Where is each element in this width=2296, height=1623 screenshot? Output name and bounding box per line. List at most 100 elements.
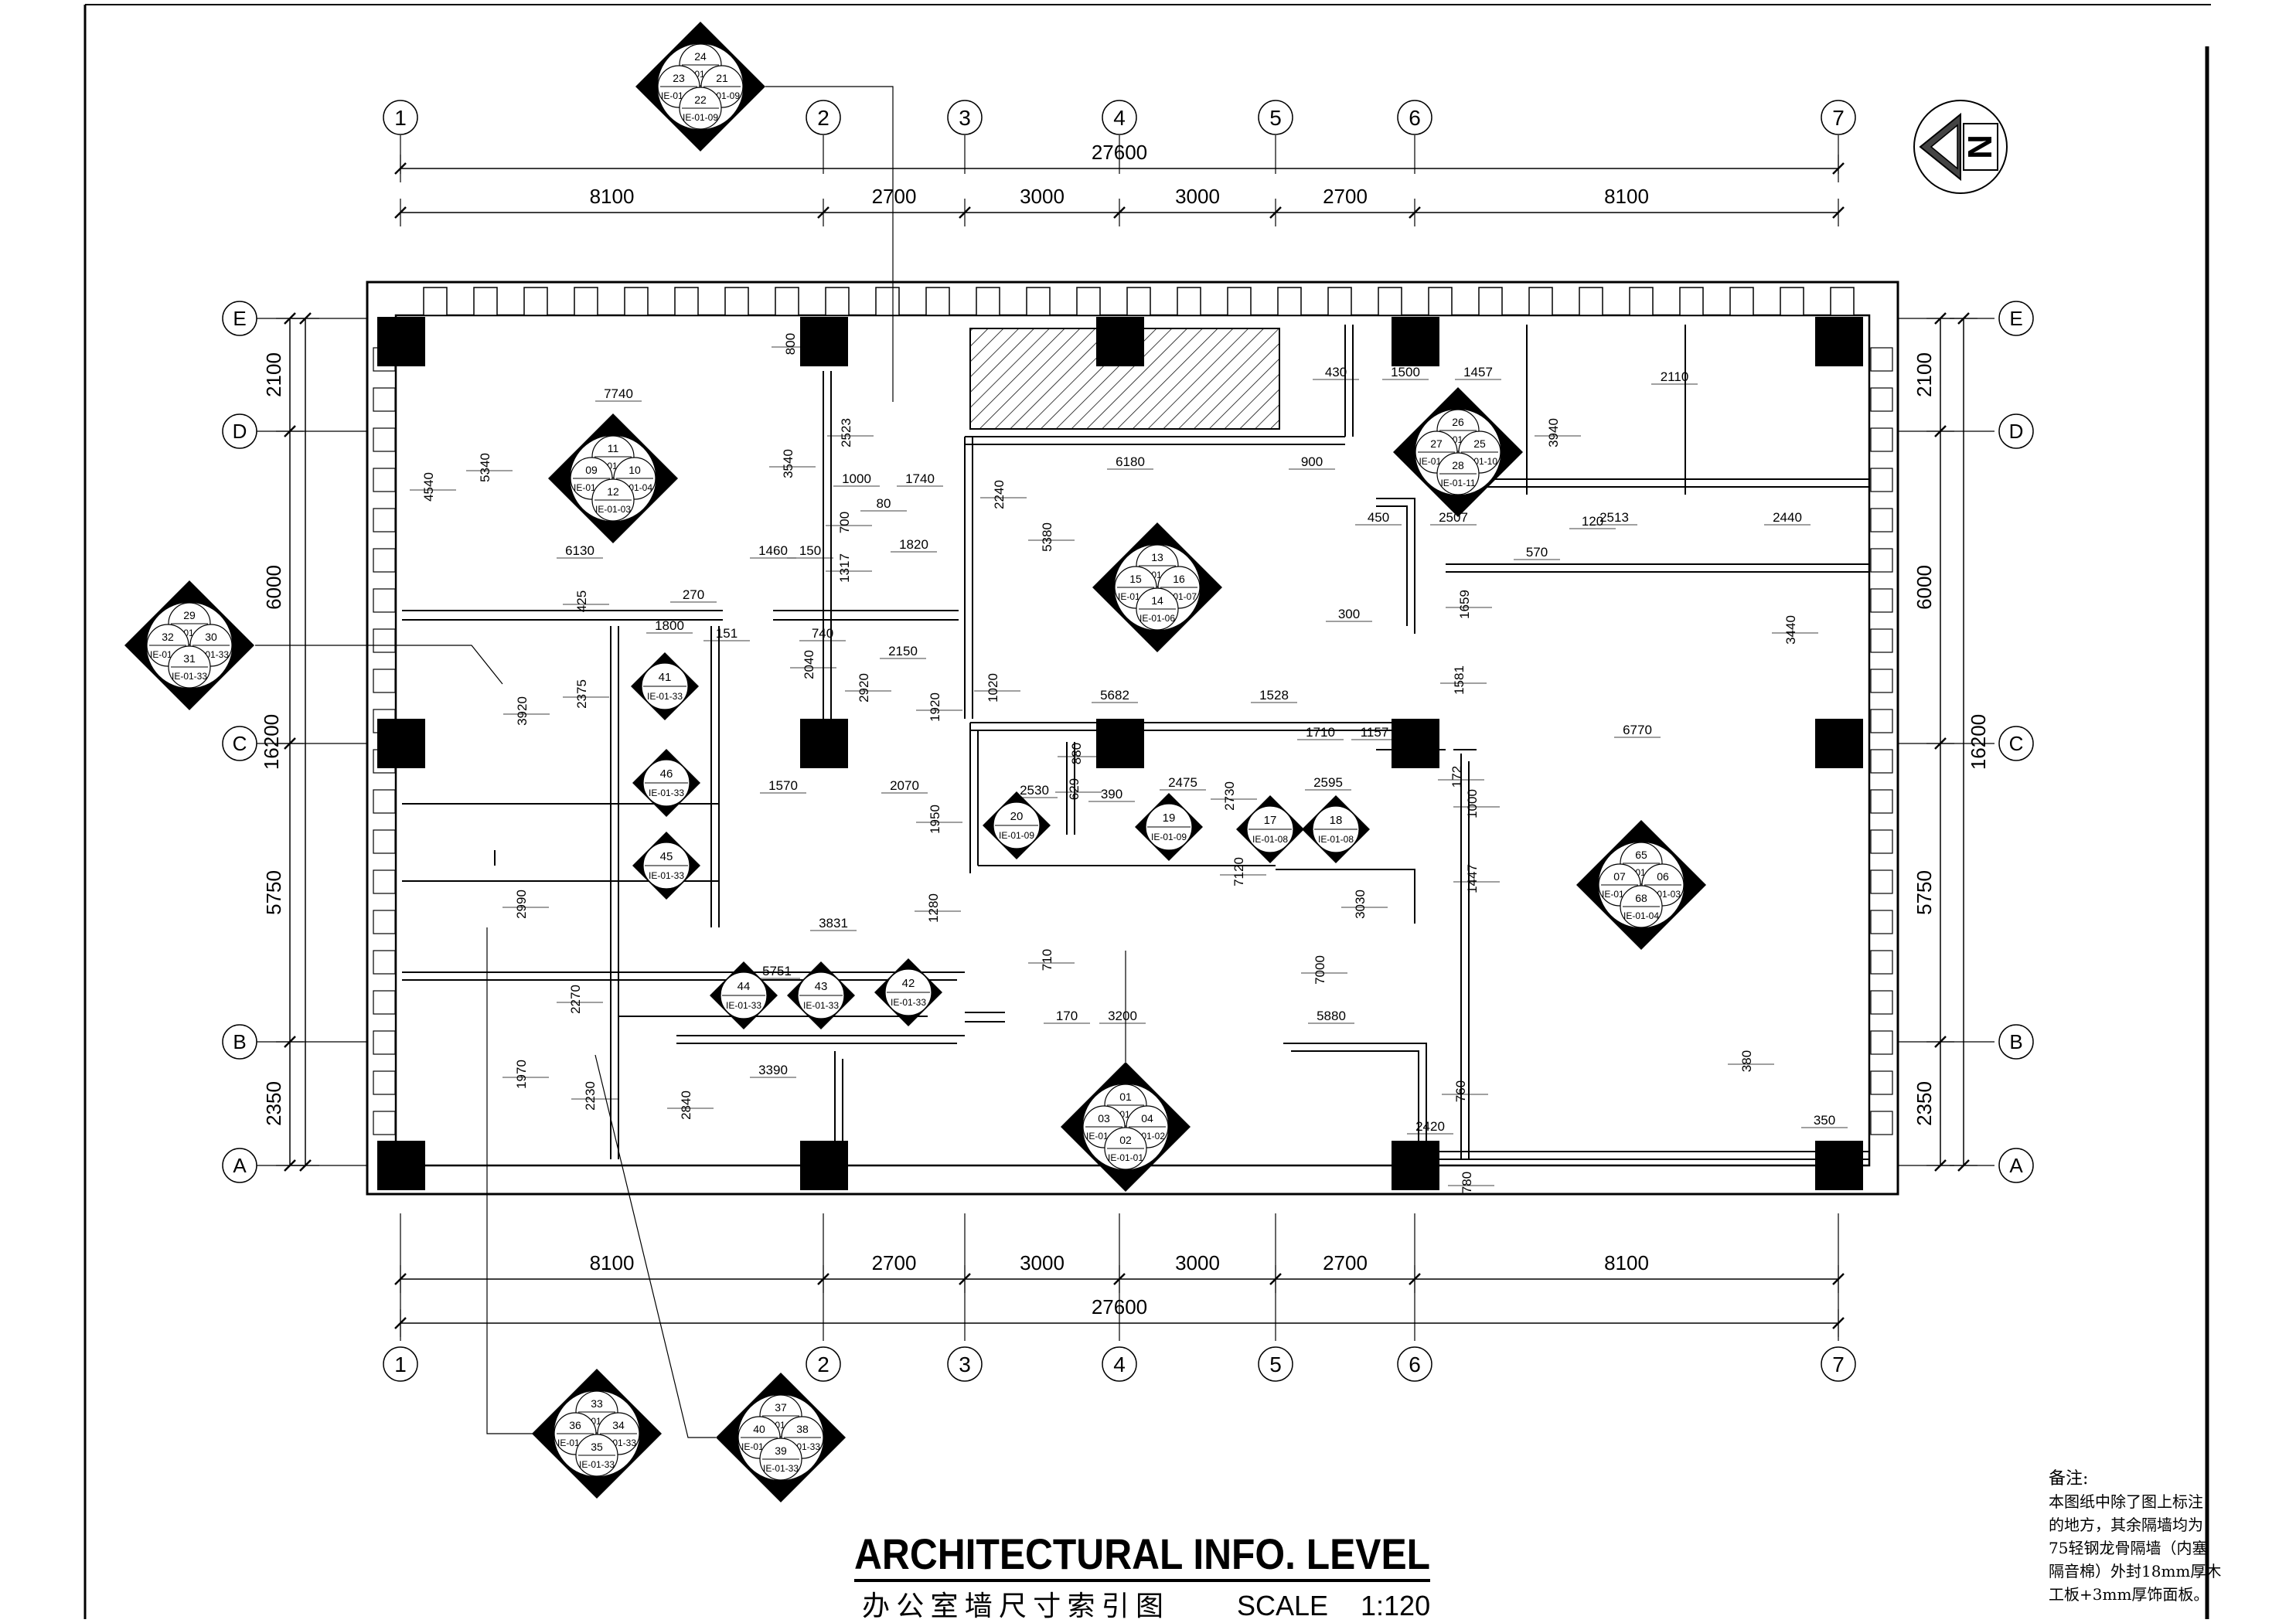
window-mullion <box>373 869 396 894</box>
interior-dim-label: 2070 <box>890 778 919 793</box>
tag-sheet-code: IE-01-33 <box>726 1000 761 1011</box>
interior-dim-label: 2150 <box>888 644 918 658</box>
callout-sheet-code: IE-01-09 <box>683 112 718 123</box>
grid-bubble <box>1102 1346 1137 1382</box>
drawing-subtitle: 办公室墙尺寸索引图 <box>862 1591 1163 1622</box>
interior-dim-label: 3540 <box>781 449 795 478</box>
interior-dim-label: 880 <box>1069 743 1084 764</box>
grid-bubble <box>1821 1346 1856 1382</box>
scale-value: 1:120 <box>1361 1590 1430 1621</box>
interior-dim-label: 5682 <box>1100 688 1129 703</box>
interior-dim-label: 2513 <box>1599 510 1629 525</box>
interior-dim-label: 2840 <box>679 1091 693 1120</box>
interior-dim-label: 2920 <box>857 673 871 703</box>
interior-dim-label: 3940 <box>1546 418 1561 447</box>
grid-bubble <box>383 1346 418 1382</box>
dim-bays-top-label: 8100 <box>590 185 635 208</box>
interior-dim-label: 1570 <box>768 778 798 793</box>
interior-dim-label: 430 <box>1325 365 1347 379</box>
interior-dim-label: 5880 <box>1317 1009 1346 1023</box>
interior-dim-label: 629 <box>1067 778 1082 800</box>
interior-dim-label: 3831 <box>819 916 848 931</box>
partition-wall <box>1291 1050 1419 1159</box>
grid-label-row: B <box>2009 1030 2022 1053</box>
dim-overall-bottom-label: 27600 <box>1092 1295 1147 1318</box>
callout-number: 35 <box>591 1441 603 1453</box>
tag-sheet-code: IE-01-09 <box>999 830 1034 841</box>
column <box>377 719 425 768</box>
callout-number: 68 <box>1635 892 1647 904</box>
interior-dim-label: 350 <box>1814 1113 1835 1128</box>
grid-bubble <box>1998 301 2034 336</box>
dim-bays-top-tick <box>1409 206 1421 219</box>
window-mullion <box>423 287 448 316</box>
dim-bays-bottom-label: 2700 <box>1323 1251 1368 1274</box>
callout-number: 30 <box>205 631 217 643</box>
dim-bays-top-tick <box>1269 206 1282 219</box>
exterior-wall-outer <box>366 281 1899 1196</box>
grid-bubble <box>1998 726 2034 761</box>
grid-bubble <box>806 1346 841 1382</box>
column <box>800 1141 848 1190</box>
dim-overall-top-tick <box>394 162 407 175</box>
callout-number: 21 <box>716 72 728 84</box>
interior-dim-label: 900 <box>1301 454 1323 469</box>
interior-dim-label: 7120 <box>1231 857 1246 886</box>
tag-sheet-code: IE-01-08 <box>1318 834 1354 845</box>
interior-dim-label: 2040 <box>802 650 816 679</box>
window-mullion <box>373 508 396 532</box>
grid-label-row: E <box>233 307 246 330</box>
notes-line: 本图纸中除了图上标注 <box>2049 1492 2203 1511</box>
window-mullion <box>976 287 1000 316</box>
interior-dim-label: 4540 <box>421 472 436 502</box>
interior-dim-label: 1820 <box>899 537 928 552</box>
interior-dim-label: 1280 <box>926 893 941 923</box>
callout-number: 34 <box>612 1419 625 1431</box>
interior-dim-label: 2240 <box>992 480 1007 509</box>
grid-label-row: E <box>2009 307 2022 330</box>
callout-sheet-code: IE-01-03 <box>595 504 631 515</box>
window-mullion <box>1177 287 1201 316</box>
interior-dim-label: 6180 <box>1116 454 1145 469</box>
callout-sheet-code: IE-01-01 <box>1108 1152 1143 1163</box>
grid-label-row: D <box>2009 420 2024 443</box>
interior-dim-label: 760 <box>1453 1080 1468 1102</box>
interior-dim-label: 3030 <box>1353 890 1368 919</box>
window-mullion <box>1026 287 1051 316</box>
grid-label-column: 3 <box>959 106 971 130</box>
dim-bays-bottom-label: 8100 <box>1604 1251 1649 1274</box>
window-mullion <box>1870 347 1893 372</box>
window-mullion <box>1870 468 1893 492</box>
tag-number: 17 <box>1264 814 1277 827</box>
window-mullion <box>624 287 649 316</box>
window-mullion <box>1579 287 1603 316</box>
window-mullion <box>574 287 598 316</box>
interior-dim-label: 1710 <box>1306 725 1335 740</box>
notes-block: 备注: 本图纸中除了图上标注 的地方，其余隔墙均为 75轻钢龙骨隔墙（内塞 隔音… <box>2049 1469 2221 1604</box>
column <box>800 317 848 366</box>
dim-bays-right-label: 5750 <box>1913 870 1936 915</box>
tag-sheet-code: IE-01-33 <box>803 1000 839 1011</box>
grid-bubble <box>947 100 983 135</box>
leader-line <box>255 645 503 685</box>
column <box>1392 317 1439 366</box>
dim-bays-left-tick <box>284 425 296 437</box>
callout-ring <box>737 1393 825 1482</box>
interior-dim-label: 5380 <box>1040 522 1054 552</box>
floor-plan-walls <box>366 281 1899 1196</box>
callout-number: 04 <box>1141 1112 1153 1125</box>
callout-ring <box>1113 543 1201 631</box>
callout-sheet-code: IE-01-33 <box>579 1459 615 1470</box>
grid-label-row: A <box>2009 1154 2023 1177</box>
dim-bays-left-tick <box>284 1159 296 1172</box>
window-mullion <box>1277 287 1302 316</box>
